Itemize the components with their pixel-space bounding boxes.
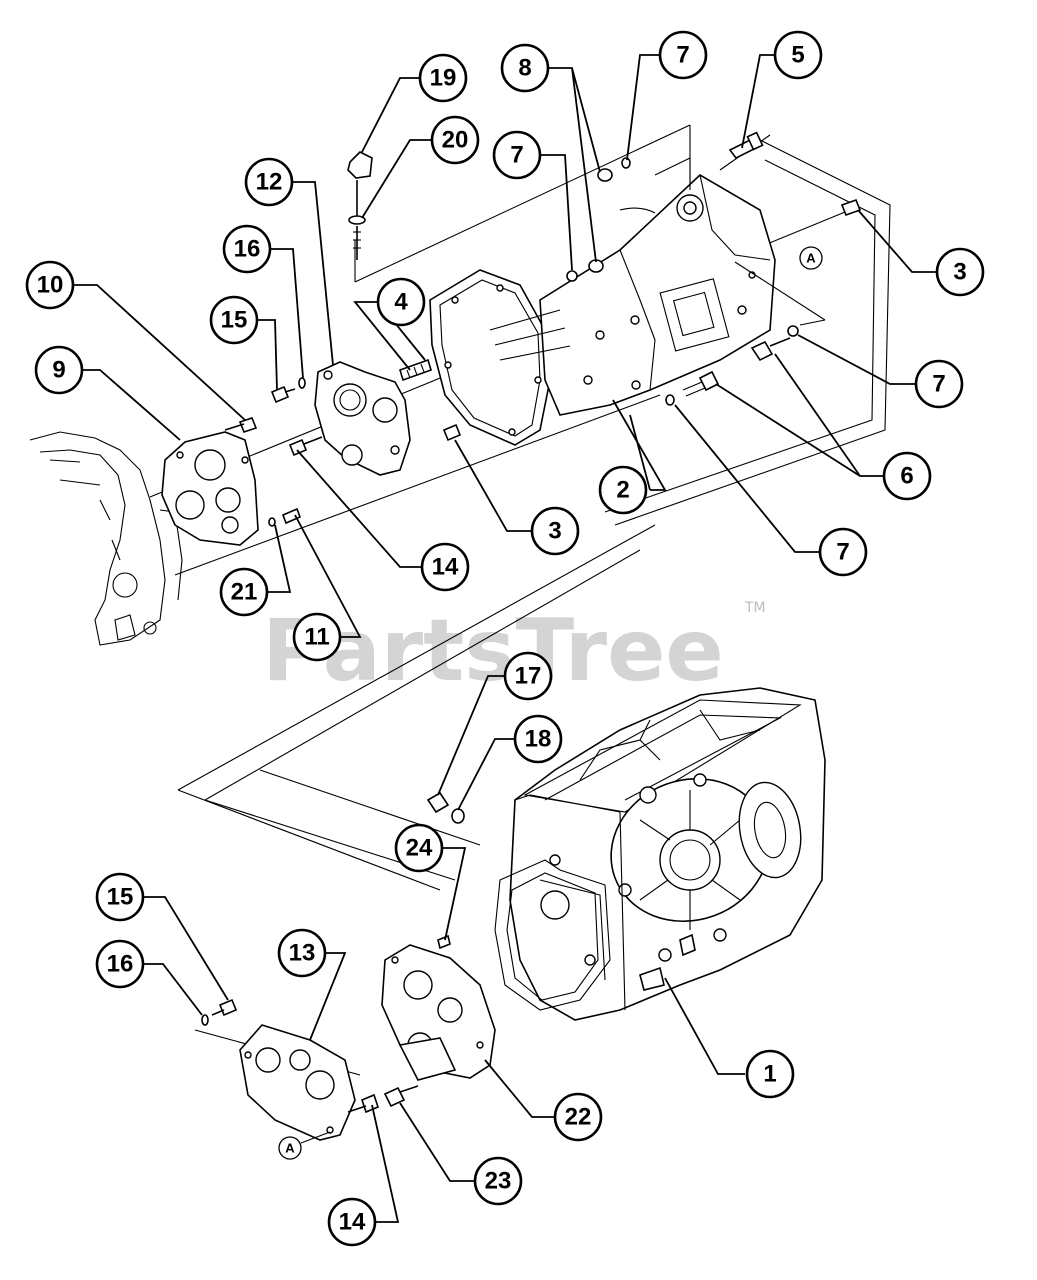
callout-label: 7 [836,539,849,566]
callout-label: 12 [256,169,283,196]
callout-label: 13 [289,940,316,967]
callout-label: 7 [510,142,523,169]
pin-and-stud-parts [268,507,302,527]
callout-part-3-upper: 3 [935,247,985,297]
reference-marker-a-upper: A [799,246,823,270]
bolt-part-23 [383,1085,419,1108]
cover-plate-part-9 [161,431,259,546]
callout-part-7-bottom: 7 [818,527,868,577]
callout-part-16-lower: 16 [95,939,145,989]
cover-plate-part-13 [239,1024,356,1141]
dipstick [347,151,373,260]
dowel-pin-mid [442,423,462,442]
callout-part-14-upper: 14 [420,542,470,592]
callout-label: 24 [406,835,433,862]
callout-part-13: 13 [277,928,327,978]
callout-part-9: 9 [34,345,84,395]
housing-outline-frame [604,139,891,526]
callout-part-15-upper: 15 [209,295,259,345]
callout-label: 20 [442,127,469,154]
callout-label: 2 [616,477,629,504]
callout-label: 1 [763,1061,776,1088]
callout-label: 6 [900,463,913,490]
drain-plug-and-washer [426,791,465,824]
bolt-part-14-upper [288,436,323,457]
reference-label: A [806,251,816,266]
callout-part-19: 19 [418,53,468,103]
callouts: 1 2 3 3 4 5 6 7 7 7 7 8 9 10 11 12 13 14… [25,30,985,1247]
callout-part-8: 8 [500,43,550,93]
callout-label: 3 [548,518,561,545]
reference-label: A [285,1141,295,1156]
callout-label: 4 [394,289,408,316]
reference-markers: A A [278,246,823,1160]
callout-part-1: 1 [745,1049,795,1099]
callout-label: 18 [525,726,552,753]
callout-part-23: 23 [473,1156,523,1206]
callout-label: 14 [432,554,459,581]
watermark-text: PartsTree [262,601,724,701]
callout-label: 19 [430,65,457,92]
callout-part-12: 12 [244,157,294,207]
bolt-part-10 [224,417,258,433]
callout-part-22: 22 [553,1092,603,1142]
callout-part-16-upper: 16 [222,224,272,274]
dowel-pin-upper [840,198,862,217]
callout-label: 21 [231,579,258,606]
callout-label: 15 [107,884,134,911]
callout-part-18: 18 [513,714,563,764]
callout-part-17: 17 [503,651,553,701]
callout-part-20: 20 [430,115,480,165]
callout-label: 15 [221,307,248,334]
callout-label: 23 [485,1168,512,1195]
callout-part-2: 2 [598,465,648,515]
callout-part-6: 6 [882,451,932,501]
callout-label: 5 [791,42,804,69]
bolt-part-5 [728,131,764,160]
callout-part-14-lower: 14 [327,1197,377,1247]
dowel-pin-part-24 [437,934,451,950]
watermark-trademark: TM [744,600,766,616]
callout-label: 22 [565,1104,592,1131]
callout-part-7-left: 7 [492,130,542,180]
watermark: PartsTree TM [262,600,766,701]
reference-marker-a-lower: A [278,1136,302,1160]
transmission-housing [429,157,776,446]
callout-label: 10 [37,272,64,299]
bolt-and-washer-lower [201,998,238,1026]
callout-part-4: 4 [376,277,426,327]
callout-label: 3 [953,259,966,286]
callout-label: 17 [515,663,542,690]
callout-part-11: 11 [292,612,342,662]
callout-part-21: 21 [219,567,269,617]
callout-label: 7 [676,42,689,69]
stud-part-4 [399,358,432,382]
engine-block-partial [29,431,183,646]
callout-label: 16 [107,951,134,978]
bolts-part-6 [682,337,791,397]
callout-part-3-lower: 3 [530,506,580,556]
gasket-outline [494,859,611,1011]
callout-part-5: 5 [773,30,823,80]
bolt-part-14-lower [347,1093,379,1114]
callout-part-24: 24 [394,823,444,873]
callout-part-7-right: 7 [914,359,964,409]
main-transmission-case [509,687,826,1021]
callout-label: 14 [339,1209,366,1236]
cover-plate-part-12 [314,361,411,476]
bolt-and-washer-upper [270,377,306,404]
leader-lines [73,54,937,1223]
cover-plate-part-22 [381,944,496,1081]
callout-label: 9 [52,357,65,384]
callout-label: 8 [518,55,531,82]
callout-label: 16 [234,236,261,263]
callout-part-10: 10 [25,260,75,310]
callout-label: 7 [932,371,945,398]
callout-part-15-lower: 15 [95,872,145,922]
callout-label: 11 [304,624,329,651]
callout-part-7-top: 7 [658,30,708,80]
